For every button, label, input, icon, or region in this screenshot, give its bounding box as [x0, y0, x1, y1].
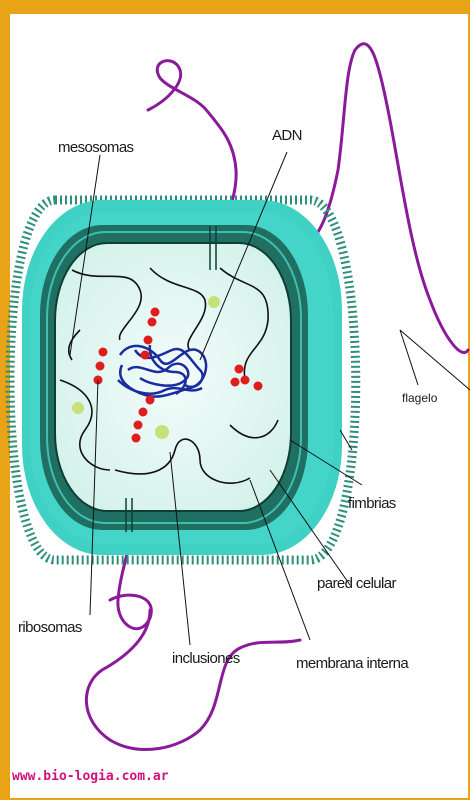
label-membrana-interna: membrana interna [296, 655, 409, 672]
site-credit: www.bio-logia.com.ar [12, 769, 169, 784]
label-adn: ADN [272, 127, 302, 144]
label-inclusiones: inclusiones [172, 650, 240, 667]
label-mesosomas: mesosomas [58, 139, 134, 156]
label-flagelo: flagelo [402, 391, 438, 405]
label-ribosomas: ribosomas [18, 619, 82, 636]
flagellum-bottom [86, 610, 300, 749]
label-pared-celular: pared celular [317, 575, 397, 592]
label-fimbrias: fimbrias [348, 495, 396, 512]
